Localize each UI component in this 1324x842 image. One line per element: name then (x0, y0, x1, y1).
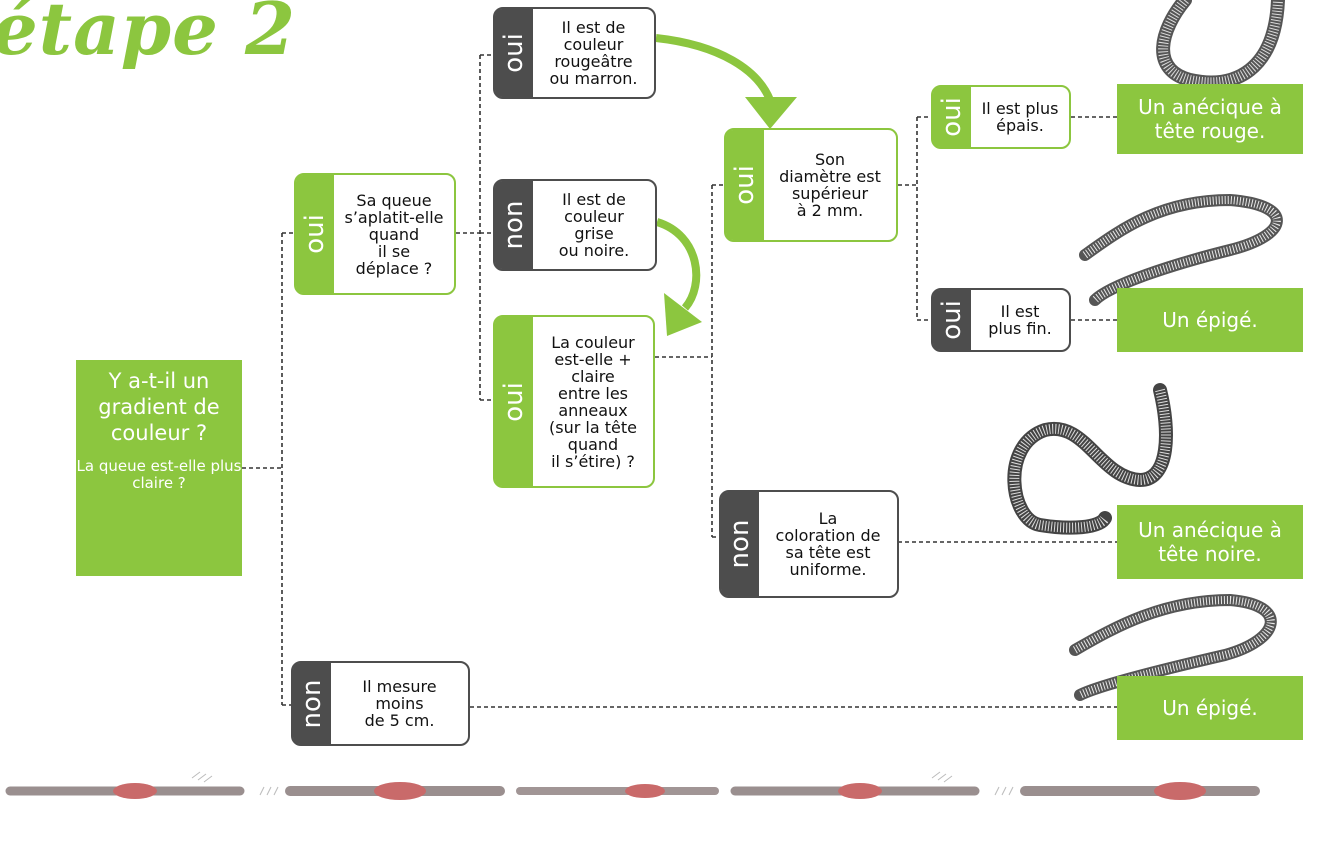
result-epige: Un épigé. (1117, 676, 1303, 740)
node-fin: oui Il est plus fin. (931, 288, 1071, 352)
decorative-worm-strip (5, 771, 1260, 800)
node-tag: oui (933, 87, 971, 147)
node-mesure: non Il mesure moins de 5 cm. (291, 661, 470, 746)
node-tag: oui (933, 290, 971, 350)
node-rouge: oui Il est de couleur rougeâtre ou marro… (493, 7, 656, 99)
node-text: Il est de couleur rougeâtre ou marron. (549, 18, 638, 88)
node-text: Il est plus épais. (981, 99, 1059, 135)
start-subquestion: La queue est-elle plus claire ? (76, 457, 242, 492)
node-grise: non Il est de couleur grise ou noire. (493, 179, 657, 271)
node-coloration: non La coloration de sa tête est uniform… (719, 490, 899, 598)
node-tag: non (293, 663, 331, 744)
node-text: La couleur est-elle + claire entre les a… (549, 332, 637, 471)
node-diametre: oui Son diamètre est supérieur à 2 mm. (724, 128, 898, 242)
node-tag: oui (726, 130, 764, 240)
result-epige: Un épigé. (1117, 288, 1303, 352)
node-epais: oui Il est plus épais. (931, 85, 1071, 149)
node-text: Il mesure moins de 5 cm. (362, 677, 437, 730)
node-tag: oui (296, 175, 334, 293)
node-tag: oui (495, 9, 533, 97)
node-text: Son diamètre est supérieur à 2 mm. (779, 150, 881, 220)
node-text: La coloration de sa tête est uniforme. (775, 509, 881, 579)
node-tag: non (495, 181, 533, 269)
result-anecique-tete-noire: Un anécique à tête noire. (1117, 505, 1303, 579)
page-title: étape 2 (0, 0, 297, 71)
node-text: Il est plus fin. (988, 302, 1052, 338)
start-question: Y a-t-il un gradient de couleur ? (98, 369, 220, 445)
start-question-box: Y a-t-il un gradient de couleur ? La que… (76, 360, 242, 576)
node-queue: oui Sa queue s’aplatit-elle quand il se … (294, 173, 456, 295)
node-claire: oui La couleur est-elle + claire entre l… (493, 315, 655, 488)
node-tag: non (721, 492, 759, 596)
node-text: Sa queue s’aplatit-elle quand il se dépl… (344, 190, 444, 278)
node-tag: oui (495, 317, 533, 486)
node-text: Il est de couleur grise ou noire. (558, 190, 630, 260)
result-anecique-tete-rouge: Un anécique à tête rouge. (1117, 84, 1303, 154)
